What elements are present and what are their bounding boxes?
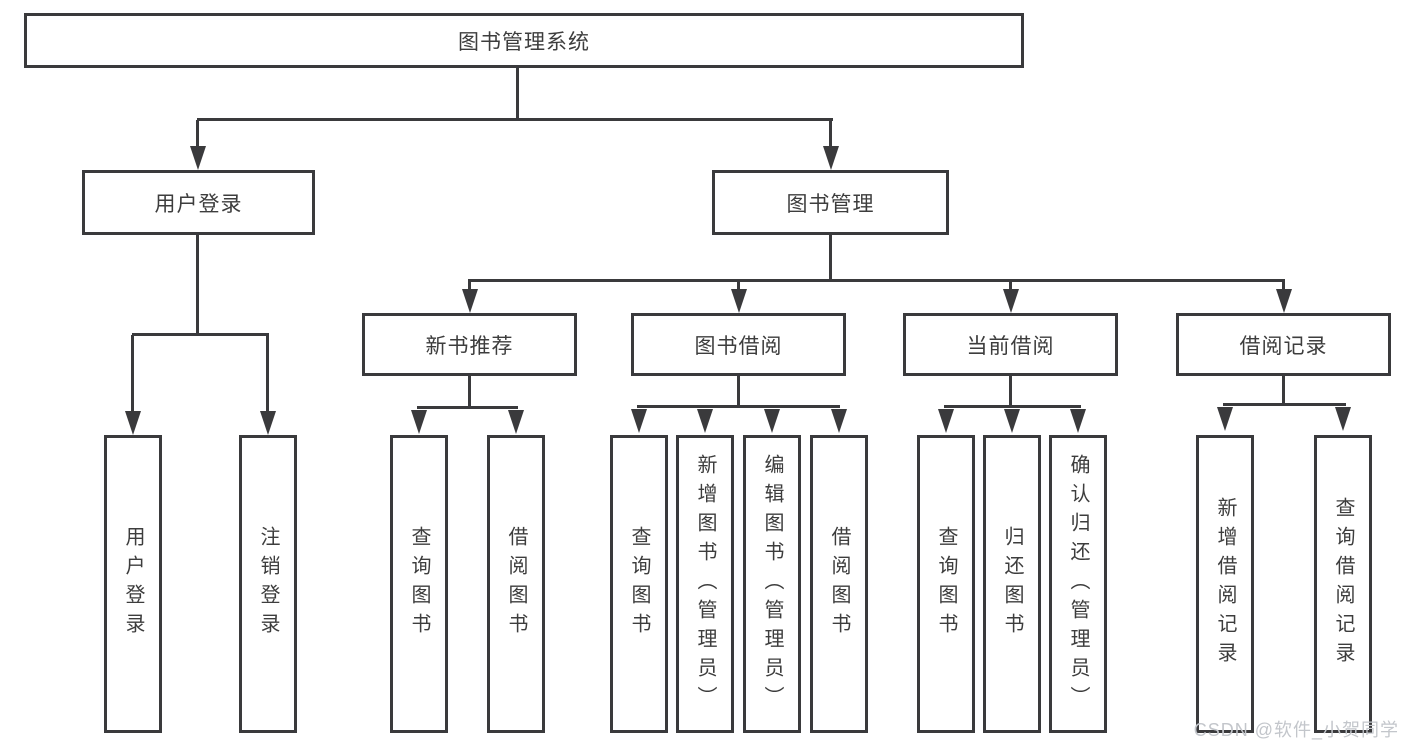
connector-borrow-records-trunk — [1282, 376, 1285, 405]
leaf-query-books-3: 查询图书 — [917, 435, 975, 733]
leaf-query-borrow-record-label: 查询借阅记录 — [1332, 497, 1354, 671]
leaf-query-borrow-record: 查询借阅记录 — [1314, 435, 1372, 733]
arrowhead-down-icon — [1276, 289, 1292, 313]
leaf-return-books: 归还图书 — [983, 435, 1041, 733]
leaf-query-books-2-label: 查询图书 — [628, 526, 650, 642]
arrowhead-down-icon — [462, 289, 478, 313]
connector-new-book-trunk — [468, 376, 471, 408]
arrowhead-down-icon — [831, 409, 847, 433]
node-borrow-records-label: 借阅记录 — [1239, 334, 1328, 358]
connector-current-borrowing-trunk — [1009, 376, 1012, 407]
leaf-edit-books-admin-label: 编辑图书（管理员） — [761, 453, 783, 715]
leaf-confirm-return-admin-label: 确认归还（管理员） — [1067, 453, 1089, 715]
node-book-borrowing: 图书借阅 — [631, 313, 846, 376]
connector-new-book-rail — [417, 406, 518, 409]
connector-level1-rail — [197, 118, 833, 121]
leaf-user-login-label: 用户登录 — [122, 526, 144, 642]
leaf-borrow-books-2-label: 借阅图书 — [828, 526, 850, 642]
connector-book-borrowing-trunk — [737, 376, 740, 407]
leaf-borrow-books-2: 借阅图书 — [810, 435, 868, 733]
connector-drop-new-book — [468, 281, 471, 291]
node-book-management: 图书管理 — [712, 170, 949, 235]
connector-drop-leaf — [266, 335, 269, 413]
connector-user-login-trunk — [196, 235, 199, 335]
node-book-borrowing-label: 图书借阅 — [694, 334, 783, 358]
leaf-add-books-admin: 新增图书（管理员） — [676, 435, 734, 733]
node-user-login-label: 用户登录 — [154, 192, 243, 216]
node-new-book-recommend-label: 新书推荐 — [425, 334, 514, 358]
node-new-book-recommend: 新书推荐 — [362, 313, 577, 376]
connector-borrow-records-rail — [1223, 403, 1346, 406]
connector-current-borrowing-rail — [944, 405, 1081, 408]
arrowhead-down-icon — [697, 409, 713, 433]
leaf-add-borrow-record-label: 新增借阅记录 — [1214, 497, 1236, 671]
connector-drop-borrow-records — [1282, 281, 1285, 291]
connector-user-login-rail — [132, 333, 269, 336]
connector-drop-book-borrowing — [737, 281, 740, 291]
node-borrow-records: 借阅记录 — [1176, 313, 1391, 376]
node-current-borrowing: 当前借阅 — [903, 313, 1118, 376]
connector-drop-leaf — [131, 335, 134, 413]
connector-root-trunk — [516, 68, 519, 120]
leaf-return-books-label: 归还图书 — [1001, 526, 1023, 642]
leaf-edit-books-admin: 编辑图书（管理员） — [743, 435, 801, 733]
connector-drop-current-borrowing — [1009, 281, 1012, 291]
csdn-watermark: CSDN @软件_小贺同学 — [1193, 720, 1399, 740]
leaf-logout: 注销登录 — [239, 435, 297, 733]
leaf-add-books-admin-label: 新增图书（管理员） — [694, 453, 716, 715]
arrowhead-down-icon — [764, 409, 780, 433]
arrowhead-down-icon — [823, 146, 839, 170]
node-book-management-label: 图书管理 — [786, 192, 875, 216]
node-root: 图书管理系统 — [24, 13, 1024, 68]
leaf-logout-label: 注销登录 — [257, 526, 279, 642]
connector-book-borrowing-rail — [637, 405, 840, 408]
arrowhead-down-icon — [411, 410, 427, 434]
leaf-query-books-2: 查询图书 — [610, 435, 668, 733]
arrowhead-down-icon — [260, 411, 276, 435]
leaf-user-login: 用户登录 — [104, 435, 162, 733]
arrowhead-down-icon — [1003, 289, 1019, 313]
leaf-query-books-1-label: 查询图书 — [408, 526, 430, 642]
arrowhead-down-icon — [1335, 407, 1351, 431]
arrowhead-down-icon — [125, 411, 141, 435]
leaf-confirm-return-admin: 确认归还（管理员） — [1049, 435, 1107, 733]
arrowhead-down-icon — [731, 289, 747, 313]
arrowhead-down-icon — [1217, 407, 1233, 431]
leaf-borrow-books-1: 借阅图书 — [487, 435, 545, 733]
leaf-query-books-1: 查询图书 — [390, 435, 448, 733]
connector-book-management-trunk — [829, 235, 832, 281]
arrowhead-down-icon — [508, 410, 524, 434]
leaf-add-borrow-record: 新增借阅记录 — [1196, 435, 1254, 733]
leaf-query-books-3-label: 查询图书 — [935, 526, 957, 642]
connector-drop-book-management — [829, 120, 832, 148]
arrowhead-down-icon — [631, 409, 647, 433]
arrowhead-down-icon — [190, 146, 206, 170]
arrowhead-down-icon — [1070, 409, 1086, 433]
arrowhead-down-icon — [1004, 409, 1020, 433]
connector-drop-user-login — [196, 120, 199, 148]
node-root-label: 图书管理系统 — [458, 30, 590, 54]
node-current-borrowing-label: 当前借阅 — [966, 334, 1055, 358]
connector-level2-rail — [468, 279, 1285, 282]
arrowhead-down-icon — [938, 409, 954, 433]
node-user-login: 用户登录 — [82, 170, 315, 235]
leaf-borrow-books-1-label: 借阅图书 — [505, 526, 527, 642]
